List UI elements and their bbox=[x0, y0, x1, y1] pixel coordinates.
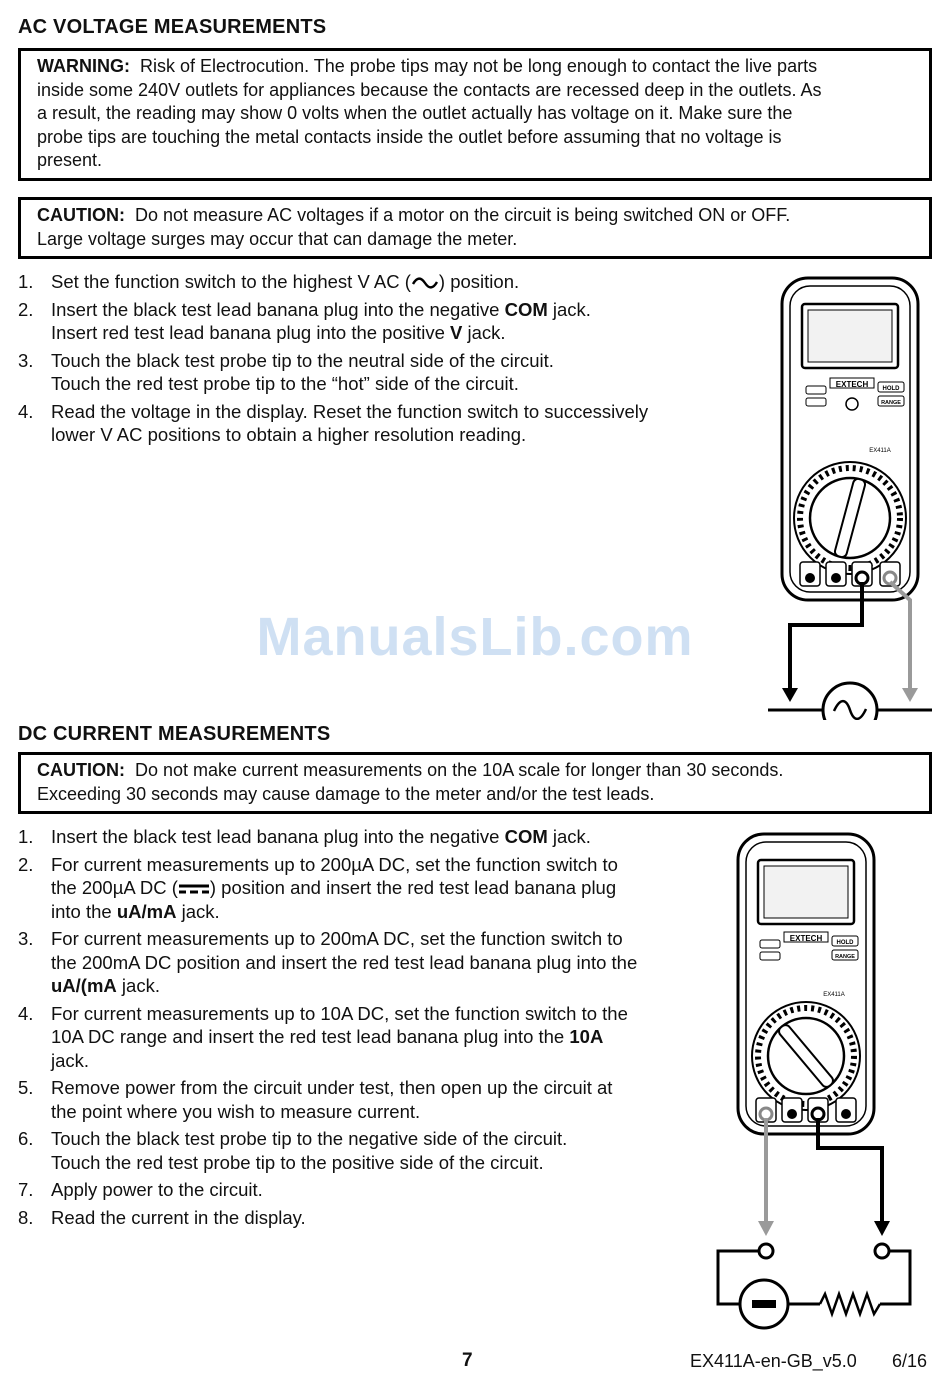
multimeter-illustration: EXTECH HOLD RANGE EX411A bbox=[736, 832, 876, 1136]
dc-circuit-symbol bbox=[716, 1242, 912, 1330]
dc-step-3: 3. For current measurements up to 200mA … bbox=[18, 928, 638, 996]
warning-text-5: present. bbox=[37, 150, 103, 170]
red-test-lead bbox=[758, 1118, 774, 1236]
meter-brand-label: EXTECH bbox=[836, 380, 869, 389]
meter-range-label: RANGE bbox=[835, 954, 855, 960]
meter-hold-label: HOLD bbox=[837, 940, 855, 946]
ac-caution-label: CAUTION: bbox=[37, 205, 125, 225]
dc-step-8: 8. Read the current in the display. bbox=[18, 1206, 306, 1228]
dc-caution-label: CAUTION: bbox=[37, 760, 125, 780]
warning-text-2: inside some 240V outlets for appliances … bbox=[37, 79, 822, 100]
black-test-lead bbox=[782, 582, 864, 702]
ac-step-4: 4. Read the voltage in the display. Rese… bbox=[18, 400, 649, 446]
red-test-lead bbox=[888, 580, 918, 702]
ac-source-symbol bbox=[768, 681, 932, 720]
meter-model-label: EX411A bbox=[869, 448, 891, 454]
dc-meter-diagram: EXTECH HOLD RANGE EX411A bbox=[716, 832, 912, 1330]
meter-range-label: RANGE bbox=[881, 400, 901, 406]
ac-caution-text-2: Large voltage surges may occur that can … bbox=[37, 228, 518, 249]
dc-caution-box: CAUTION: Do not make current measurement… bbox=[18, 752, 932, 814]
warning-label: WARNING: bbox=[37, 56, 130, 76]
ac-step-3: 3. Touch the black test probe tip to the… bbox=[18, 349, 554, 395]
ac-caution-text-1: Do not measure AC voltages if a motor on… bbox=[135, 205, 791, 225]
dc-step-4: 4. For current measurements up to 10A DC… bbox=[18, 1002, 628, 1071]
warning-text-4: probe tips are touching the metal contac… bbox=[37, 126, 782, 147]
dc-symbol-icon bbox=[178, 884, 209, 894]
dc-step-1: 1. Insert the black test lead banana plu… bbox=[18, 826, 591, 847]
watermark: ManualsLib.com bbox=[256, 607, 694, 667]
multimeter-illustration: EXTECH HOLD RANGE EX411A bbox=[780, 276, 920, 602]
dc-caution-text-2: Exceeding 30 seconds may cause damage to… bbox=[37, 783, 655, 804]
document-date: 6/16 bbox=[892, 1351, 928, 1371]
page-number: 7 bbox=[462, 1350, 473, 1371]
ac-meter-diagram: EXTECH HOLD RANGE EX411A bbox=[768, 276, 932, 720]
ac-voltage-heading: AC VOLTAGE MEASUREMENTS bbox=[18, 16, 327, 38]
ac-step-2: 2. Insert the black test lead banana plu… bbox=[18, 298, 591, 344]
ac-caution-box: CAUTION: Do not measure AC voltages if a… bbox=[18, 197, 932, 259]
warning-box: WARNING: Risk of Electrocution. The prob… bbox=[18, 48, 932, 181]
black-test-lead bbox=[816, 1118, 890, 1236]
meter-brand-label: EXTECH bbox=[790, 934, 823, 943]
dc-current-heading: DC CURRENT MEASUREMENTS bbox=[18, 723, 331, 745]
document-id: EX411A-en-GB_v5.0 bbox=[690, 1351, 857, 1371]
dc-steps-list: 1. Insert the black test lead banana plu… bbox=[18, 825, 718, 1233]
dc-step-5: 5. Remove power from the circuit under t… bbox=[18, 1077, 613, 1122]
ac-wave-icon bbox=[411, 277, 438, 289]
ac-steps-list: 1. Set the function switch to the highes… bbox=[18, 270, 738, 451]
dc-step-7: 7. Apply power to the circuit. bbox=[18, 1179, 263, 1200]
meter-model-label: EX411A bbox=[823, 992, 845, 998]
meter-hold-label: HOLD bbox=[883, 386, 901, 392]
warning-text-3: a result, the reading may show 0 volts w… bbox=[37, 103, 793, 123]
resistor-icon bbox=[818, 1290, 882, 1318]
dc-step-2: 2. For current measurements up to 200µA … bbox=[18, 853, 618, 922]
dc-step-6: 6. Touch the black test probe tip to the… bbox=[18, 1128, 568, 1173]
warning-text-1: Risk of Electrocution. The probe tips ma… bbox=[140, 56, 818, 76]
dc-caution-text-1: Do not make current measurements on the … bbox=[135, 760, 784, 780]
ac-step-1: 1. Set the function switch to the highes… bbox=[18, 271, 520, 292]
